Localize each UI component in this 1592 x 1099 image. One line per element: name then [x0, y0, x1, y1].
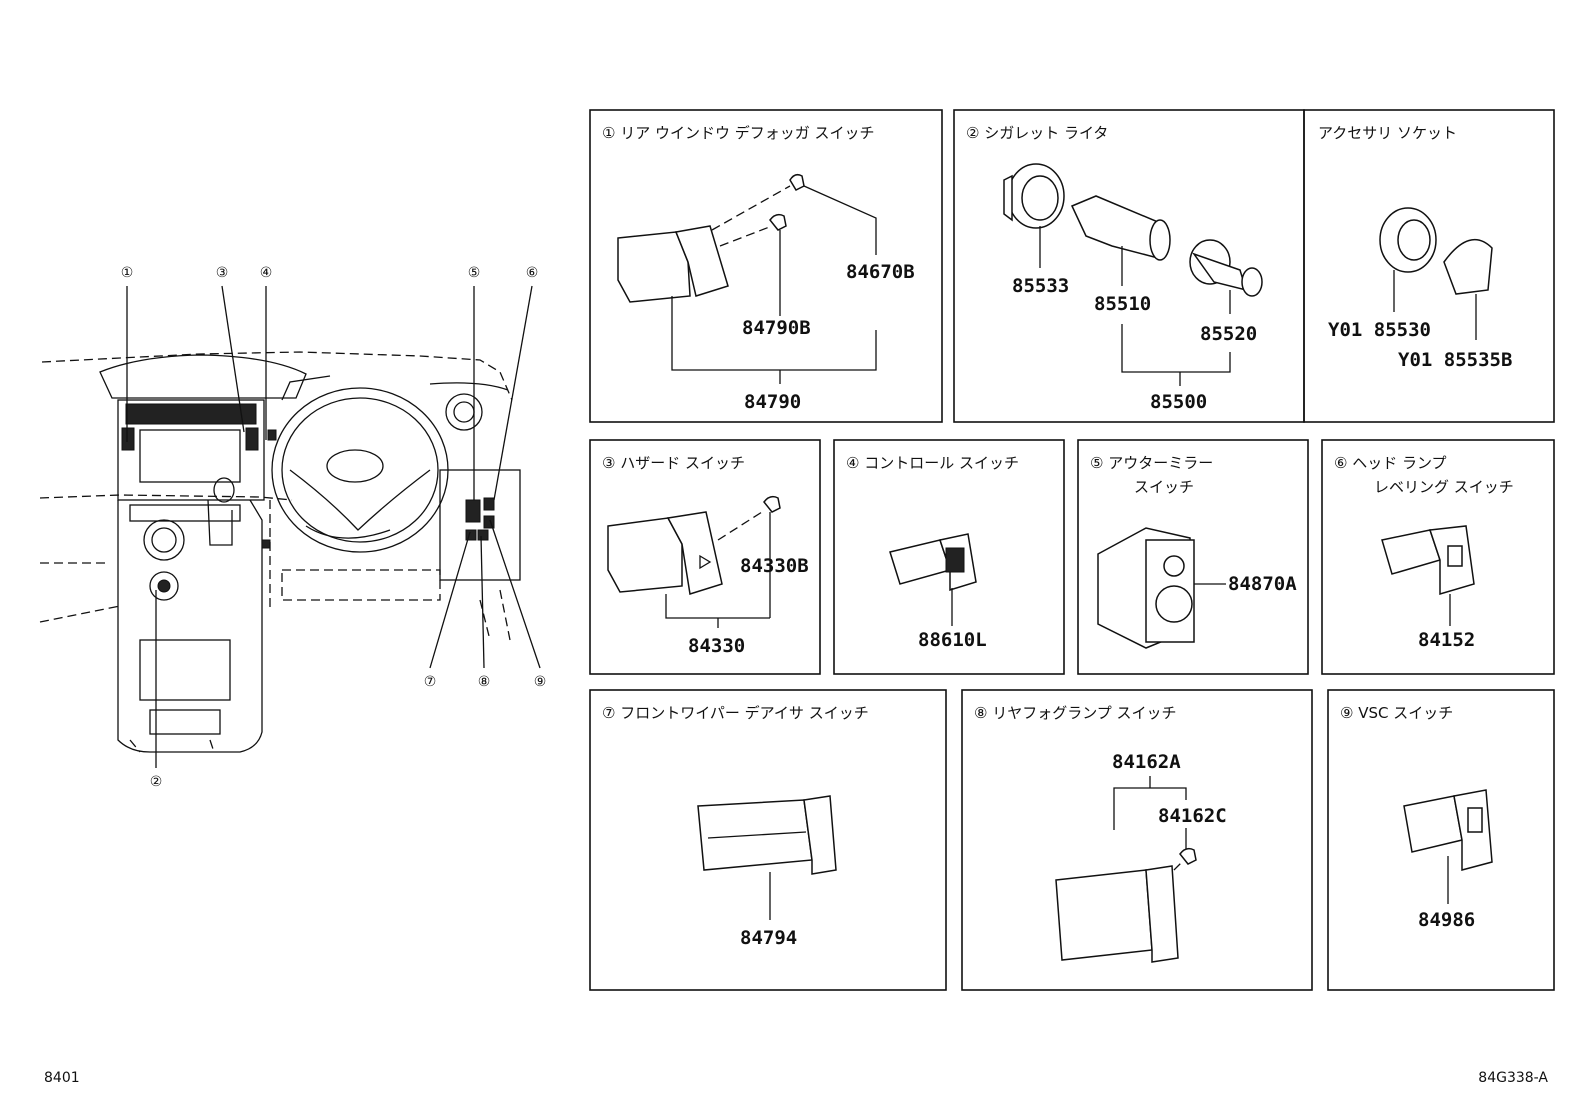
part-84670B: 84670B [846, 261, 915, 283]
panel-7: ⑦ フロントワイパー デアイサ スイッチ 84794 [589, 689, 947, 991]
part-84162A: 84162A [1112, 751, 1181, 773]
callout-8: ⑧ [478, 674, 491, 690]
part-Y01-85535B: Y01 85535B [1398, 349, 1512, 371]
part-Y01-85530: Y01 85530 [1328, 319, 1431, 341]
panel-2-title: ② シガレット ライタ [966, 124, 1108, 142]
part-84870A: 84870A [1228, 573, 1297, 595]
panel-3: ③ ハザード スイッチ 84330B 84330 [589, 439, 821, 675]
center-vent [121, 403, 259, 451]
panel-6: ⑥ ヘッド ランプ レベリング スイッチ 84152 [1321, 439, 1555, 675]
part-85510: 85510 [1094, 293, 1151, 315]
panel-1-title: ① リア ウインドウ デフォッガ スイッチ [602, 124, 875, 142]
panel-1: ① リア ウインドウ デフォッガ スイッチ 84670B 84790B 8479… [589, 109, 943, 423]
panel-8: ⑧ リヤフォグランプ スイッチ 84162A 84162C [961, 689, 1313, 991]
part-85533: 85533 [1012, 275, 1069, 297]
callout-9: ⑨ [534, 674, 547, 690]
part-84330B: 84330B [740, 555, 809, 577]
panel-8-title: ⑧ リヤフォグランプ スイッチ [974, 704, 1177, 722]
footer-right-code: 84G338-A [1478, 1070, 1548, 1086]
callout-4: ④ [260, 265, 273, 281]
panel-6-title-line2: レベリング スイッチ [1374, 478, 1514, 496]
callout-1: ① [121, 265, 134, 281]
part-85520: 85520 [1200, 323, 1257, 345]
panel-accessory-socket: アクセサリ ソケット Y01 85530 Y01 85535B [1303, 109, 1555, 423]
panel-acc-title: アクセサリ ソケット [1318, 124, 1457, 142]
steering-wheel [271, 387, 449, 553]
panel-9: ⑨ VSC スイッチ 84986 [1327, 689, 1555, 991]
part-84986: 84986 [1418, 909, 1475, 931]
part-84794: 84794 [740, 927, 797, 949]
panel-2: ② シガレット ライタ 85533 85510 85520 85500 [953, 109, 1305, 423]
panel-7-title: ⑦ フロントワイパー デアイサ スイッチ [602, 704, 869, 722]
part-84790: 84790 [744, 391, 801, 413]
panel-3-title: ③ ハザード スイッチ [602, 454, 745, 472]
overview-callouts: ① ③ ④ ⑤ ⑥ ② ⑦ ⑧ ⑨ [121, 265, 547, 790]
part-84330: 84330 [688, 635, 745, 657]
callout-3: ③ [216, 265, 229, 281]
callout-2: ② [150, 774, 163, 790]
callout-7: ⑦ [424, 674, 437, 690]
overview-leaders [126, 285, 541, 768]
footer-left-code: 8401 [44, 1070, 80, 1086]
dashboard-overview [39, 351, 521, 753]
panel-4: ④ コントロール スイッチ 88610L [833, 439, 1065, 675]
part-84790B: 84790B [742, 317, 811, 339]
panel-9-title: ⑨ VSC スイッチ [1340, 704, 1453, 722]
part-84162C: 84162C [1158, 805, 1227, 827]
part-88610L: 88610L [918, 629, 987, 651]
panel-5-title-line2: スイッチ [1134, 478, 1194, 496]
panel-5-title-line1: ⑤ アウターミラー [1090, 454, 1213, 472]
panel-4-title: ④ コントロール スイッチ [846, 454, 1019, 472]
part-85500: 85500 [1150, 391, 1207, 413]
callout-5: ⑤ [468, 265, 481, 281]
panel-6-title-line1: ⑥ ヘッド ランプ [1334, 454, 1447, 472]
callout-6: ⑥ [526, 265, 539, 281]
panel-5: ⑤ アウターミラー スイッチ 84870A [1077, 439, 1309, 675]
part-84152: 84152 [1418, 629, 1475, 651]
